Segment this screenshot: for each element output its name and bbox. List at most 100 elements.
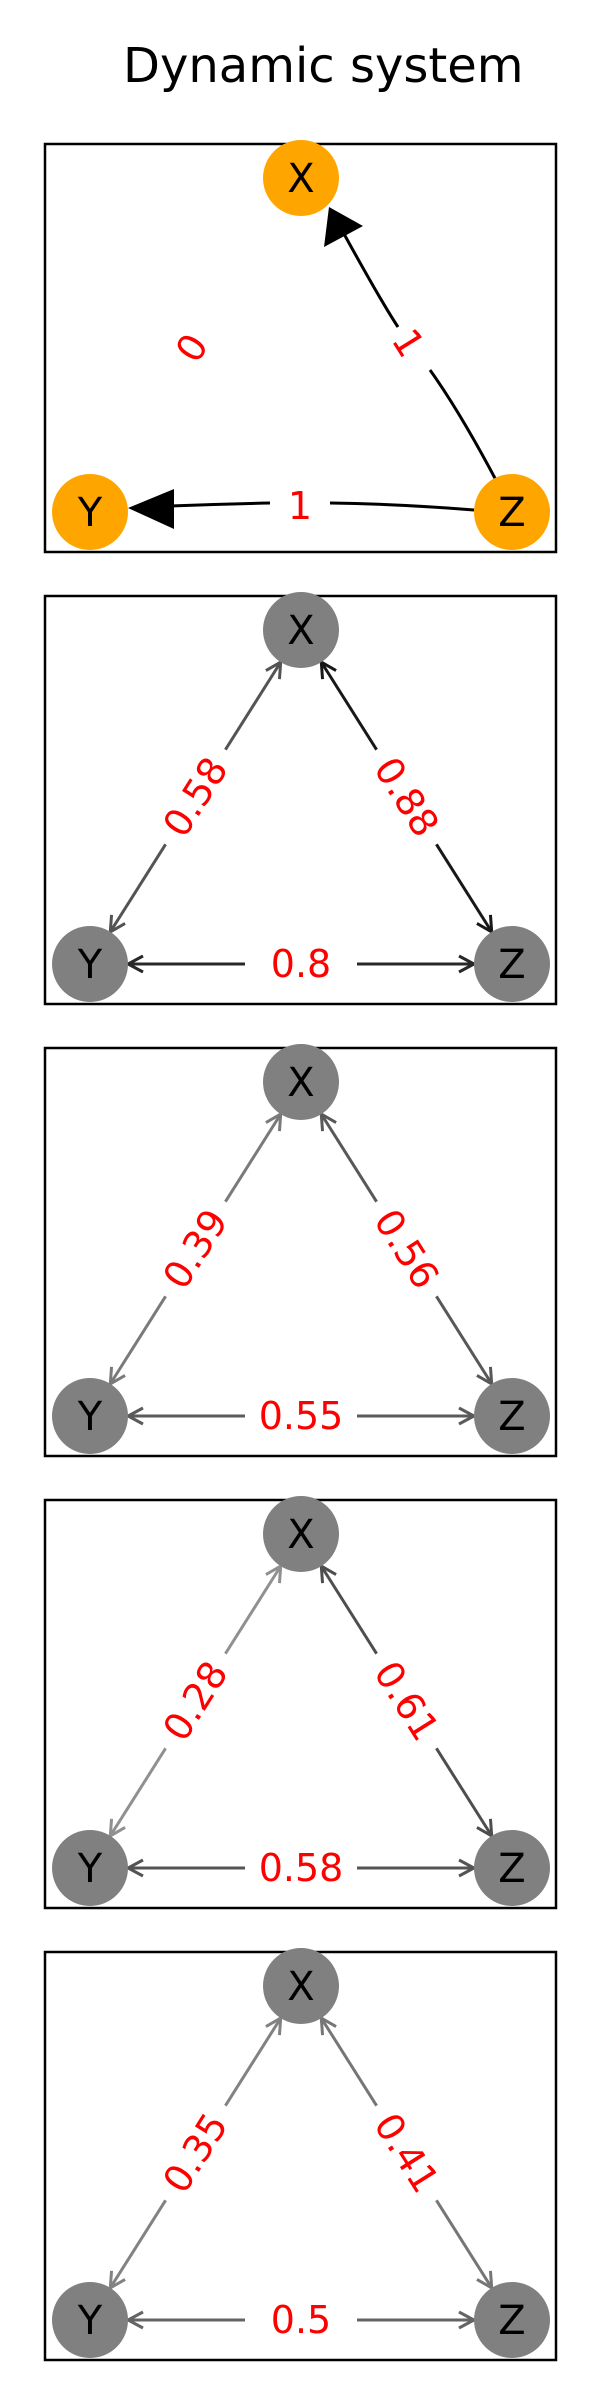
node-y: Y: [52, 926, 128, 1002]
node-circle: [474, 1378, 550, 1454]
panel-2: 0.58 0.88 0.8 X Y Z: [43, 592, 558, 1006]
node-label: Z: [498, 1394, 525, 1440]
figure-title: Dynamic system: [0, 38, 600, 98]
arrowhead: [319, 2015, 337, 2036]
edge-label: 0.35: [154, 2105, 236, 2200]
arrowhead: [128, 489, 174, 529]
node-label: Y: [77, 942, 103, 988]
correlation-edge-xz: 0.88: [319, 659, 494, 935]
node-label: X: [287, 1512, 314, 1558]
edge-label: 0.41: [365, 2105, 447, 2200]
correlation-edge-xy: 0.35: [108, 2015, 283, 2291]
node-circle: [474, 1830, 550, 1906]
node-z: Z: [474, 474, 550, 550]
edge-line-segment: [320, 1565, 378, 1655]
arrowhead: [476, 1818, 494, 1839]
edge-label: 0.58: [154, 749, 236, 844]
edge-label: 0.61: [365, 1653, 447, 1748]
node-label: Z: [498, 942, 525, 988]
correlation-edge-xy: 0.39: [108, 1111, 283, 1387]
edge-line-segment: [435, 1747, 493, 1837]
edge-line-segment: [109, 843, 167, 933]
correlation-edge-xz: 0.41: [319, 2015, 494, 2291]
node-x: X: [263, 592, 339, 668]
edge-line-segment: [224, 1565, 282, 1655]
edge-label: 1: [288, 484, 312, 528]
edge-line-segment: [428, 369, 499, 483]
arrowhead: [324, 207, 363, 247]
self-loop-label: 0: [167, 326, 217, 370]
node-circle: [474, 474, 550, 550]
node-label: Z: [498, 2298, 525, 2344]
arrowhead: [108, 1366, 126, 1387]
node-circle: [474, 926, 550, 1002]
node-x: X: [263, 140, 339, 216]
node-y: Y: [52, 1830, 128, 1906]
node-y: Y: [52, 2282, 128, 2358]
node-label: X: [287, 608, 314, 654]
node-circle: [52, 474, 128, 550]
edge-line-segment: [224, 661, 282, 751]
edge-label: 0.39: [154, 1201, 236, 1296]
edge-line-segment: [435, 1295, 493, 1385]
edge-label: 0.5: [271, 2298, 331, 2342]
correlation-edge-xz: 0.56: [319, 1111, 494, 1387]
node-label: Y: [77, 1846, 103, 1892]
node-circle: [52, 1830, 128, 1906]
node-x: X: [263, 1044, 339, 1120]
node-label: Y: [77, 2298, 103, 2344]
correlation-edge-xy: 0.28: [108, 1563, 283, 1839]
node-label: X: [287, 1060, 314, 1106]
edge-line-segment: [109, 2199, 167, 2289]
arrowhead: [319, 1563, 337, 1584]
edge-label: 0.56: [365, 1201, 447, 1296]
figure-title-text: Dynamic system: [123, 38, 524, 94]
arrowhead: [265, 1111, 283, 1132]
edge-line-segment: [109, 1295, 167, 1385]
edge-label: 0.28: [154, 1653, 236, 1748]
arrowhead: [108, 1818, 126, 1839]
edge-label: 0.8: [271, 942, 331, 986]
node-label: X: [287, 156, 314, 202]
node-label: Z: [498, 1846, 525, 1892]
node-circle: [52, 2282, 128, 2358]
node-x: X: [263, 1948, 339, 2024]
edge-label: 0.88: [365, 749, 447, 844]
edge-label: 0.58: [259, 1846, 344, 1890]
edge-line-segment: [320, 1113, 378, 1203]
node-x: X: [263, 1496, 339, 1572]
node-label: X: [287, 1964, 314, 2010]
node-z: Z: [474, 1378, 550, 1454]
node-z: Z: [474, 2282, 550, 2358]
arrowhead: [476, 1366, 494, 1387]
node-z: Z: [474, 926, 550, 1002]
node-label: Z: [498, 490, 525, 536]
edge-line-segment: [435, 2199, 493, 2289]
directed-edge-zy: 1: [128, 484, 475, 529]
edge-label: 1: [383, 321, 433, 365]
correlation-edge-yz: 0.58: [124, 1846, 478, 1890]
edge-line-segment: [109, 1747, 167, 1837]
node-label: Y: [77, 1394, 103, 1440]
arrowhead: [265, 1563, 283, 1584]
edge-line-segment: [329, 501, 475, 512]
correlation-edge-xz: 0.61: [319, 1563, 494, 1839]
correlation-edge-yz: 0.5: [124, 2298, 478, 2342]
panel-5: 0.35 0.41 0.5 X Y Z: [43, 1948, 558, 2362]
arrowhead: [319, 1111, 337, 1132]
node-z: Z: [474, 1830, 550, 1906]
edge-line-segment: [320, 2017, 378, 2107]
edge-line-segment: [224, 2017, 282, 2107]
node-circle: [263, 1044, 339, 1120]
node-circle: [263, 140, 339, 216]
node-circle: [52, 1378, 128, 1454]
node-label: Y: [77, 490, 103, 536]
arrowhead: [265, 2015, 283, 2036]
node-circle: [263, 1496, 339, 1572]
node-circle: [263, 1948, 339, 2024]
edge-line-segment: [320, 661, 378, 751]
correlation-edge-yz: 0.8: [124, 942, 478, 986]
node-circle: [52, 926, 128, 1002]
